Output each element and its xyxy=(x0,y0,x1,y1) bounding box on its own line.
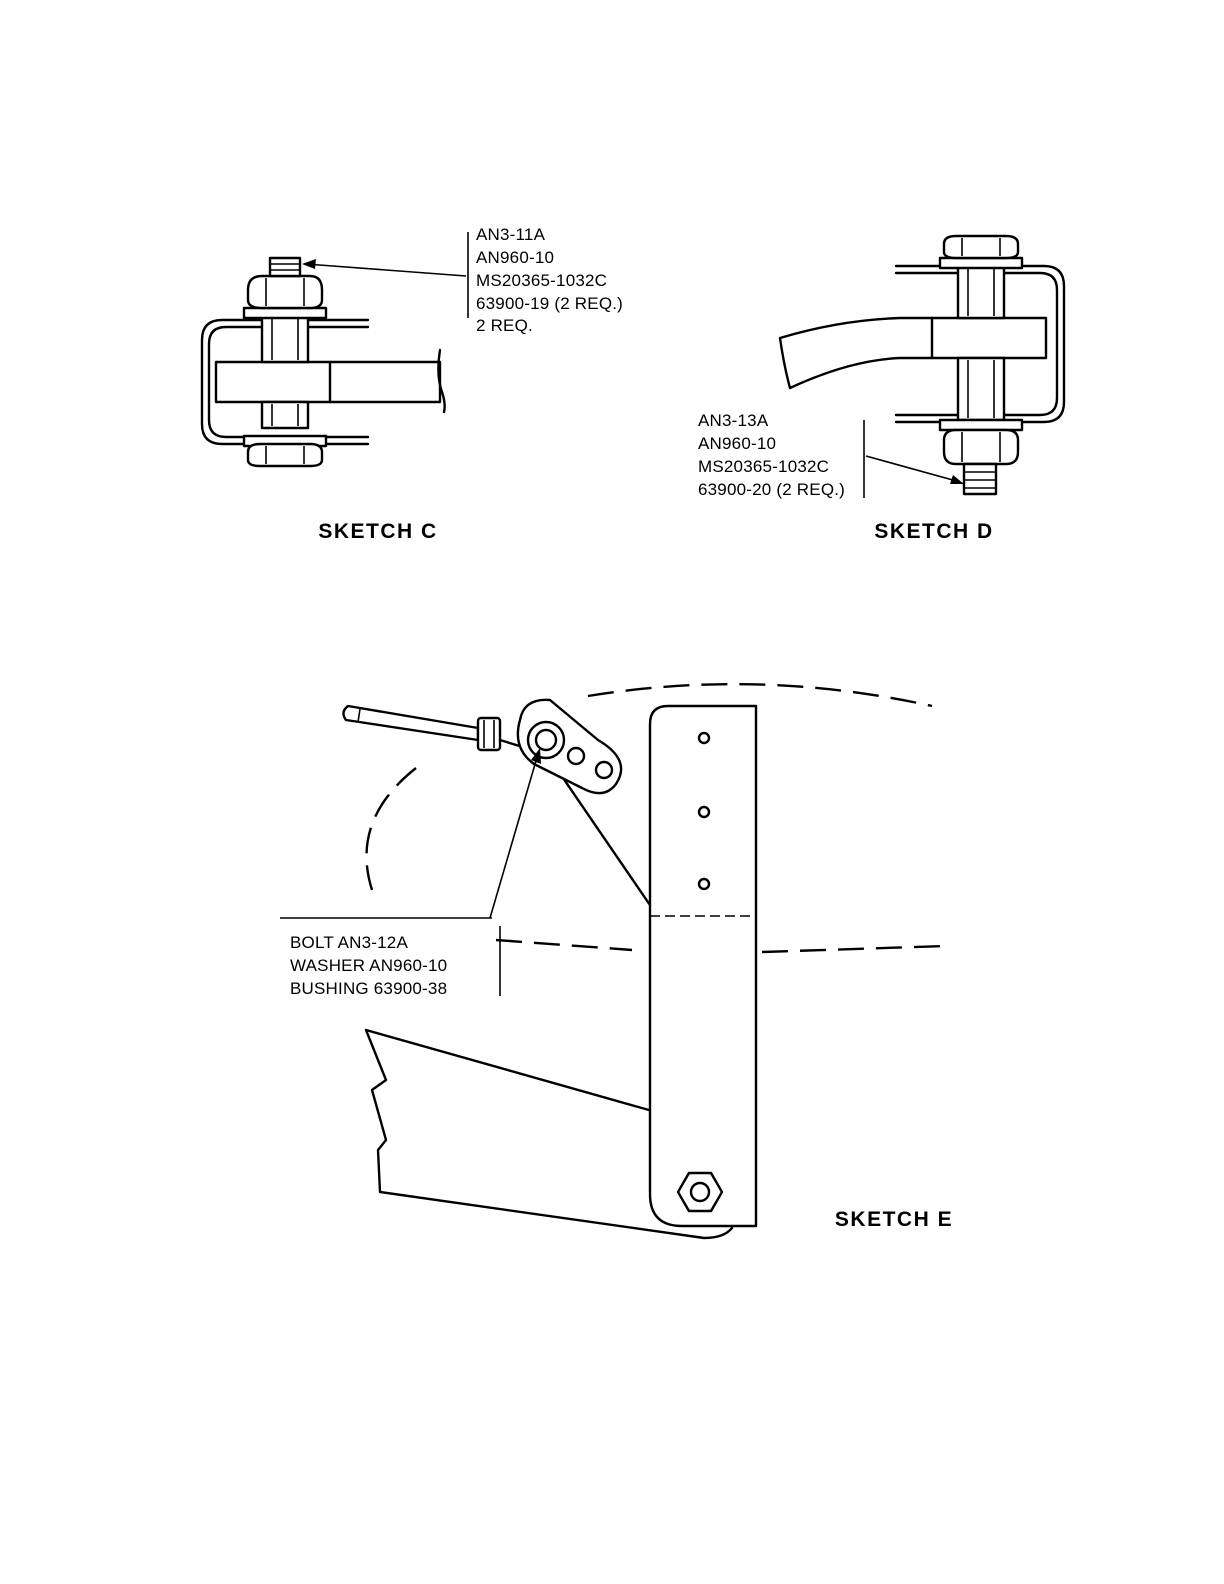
sketch-d-bolt-tip xyxy=(964,464,996,494)
sketch-c-arm xyxy=(216,362,440,402)
sketch-c: SKETCH C AN3-11A AN960-10 MS20365-1032C … xyxy=(202,225,623,543)
sketch-e-callout-line-3: BUSHING 63900-38 xyxy=(290,979,447,998)
sketch-d-callout-line-3: MS20365-1032C xyxy=(698,457,829,476)
sketch-e-control-rod xyxy=(343,706,478,740)
sketch-c-callout-line-4: 63900-19 (2 REQ.) xyxy=(476,294,623,313)
sketch-d-bolt-head xyxy=(944,236,1018,258)
sketch-e-hex-nut xyxy=(678,1173,722,1211)
sketch-c-callout-line-2: AN960-10 xyxy=(476,248,554,267)
sketch-e-callout-line-2: WASHER AN960-10 xyxy=(290,956,447,975)
sketch-e-rod-end xyxy=(478,718,500,750)
sketch-d-bolt-shank xyxy=(958,262,1004,318)
sketch-e-phantom-left xyxy=(367,768,417,890)
sketch-c-top-nut xyxy=(248,276,322,308)
sketch-c-callout-line-3: MS20365-1032C xyxy=(476,271,607,290)
sketch-e: BOLT AN3-12A WASHER AN960-10 BUSHING 639… xyxy=(280,684,953,1238)
sketch-e-phantom-middle xyxy=(496,940,632,950)
sketch-e-callout-line-1: BOLT AN3-12A xyxy=(290,933,408,952)
sketch-d-arm xyxy=(780,318,1046,388)
sketch-c-bolt-head xyxy=(248,444,322,466)
sketch-e-title: SKETCH E xyxy=(835,1208,953,1231)
sketch-c-callout-line-1: AN3-11A xyxy=(476,225,546,244)
sketch-e-control-horn xyxy=(518,700,621,793)
sketch-c-bolt-shank xyxy=(262,312,308,362)
sketch-e-vertical-strip xyxy=(650,706,756,1226)
sketch-d-title: SKETCH D xyxy=(874,520,993,543)
sketch-d-callout-line-4: 63900-20 (2 REQ.) xyxy=(698,480,845,499)
sketch-e-phantom-top xyxy=(588,684,932,706)
sketch-c-title: SKETCH C xyxy=(318,520,437,543)
sketch-c-bolt-tip xyxy=(270,258,300,276)
sketch-d-bottom-nut xyxy=(944,430,1018,464)
sketch-d-callout-line-2: AN960-10 xyxy=(698,434,776,453)
sketch-d: SKETCH D AN3-13A AN960-10 MS20365-1032C … xyxy=(698,236,1064,543)
sketch-d-callout-line-1: AN3-13A xyxy=(698,411,769,430)
sketch-c-callout-line-5: 2 REQ. xyxy=(476,316,533,335)
